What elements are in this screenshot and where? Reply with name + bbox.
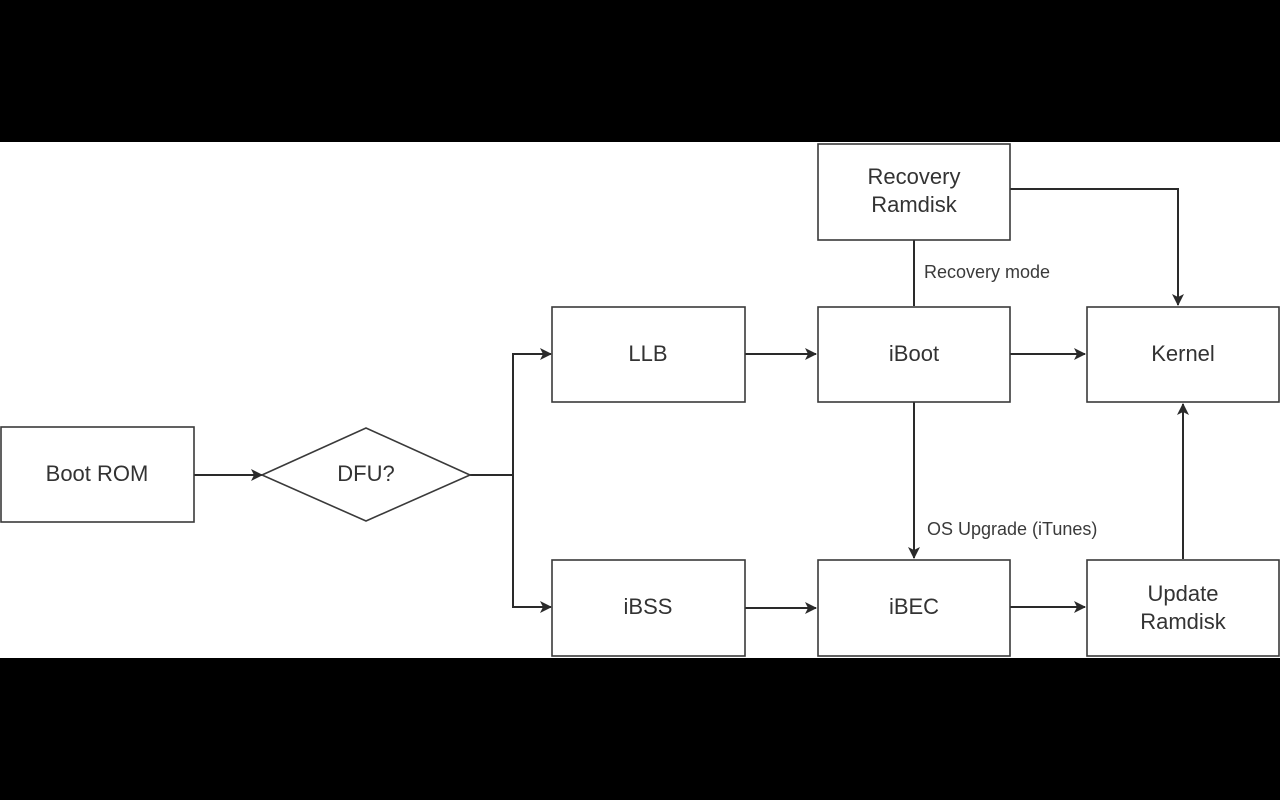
- boot-chain-diagram: Recovery mode OS Upgrade (iTunes) Boot R…: [0, 143, 1280, 657]
- node-label-line-1: Recovery: [868, 164, 961, 189]
- node-label-line-2: Ramdisk: [1140, 609, 1227, 634]
- node-dfu-decision[interactable]: DFU?: [260, 427, 472, 522]
- node-label: Kernel: [1151, 341, 1215, 366]
- node-kernel[interactable]: Kernel: [1086, 306, 1280, 403]
- edge-recovery-kernel: [1010, 188, 1184, 306]
- node-label: Boot ROM: [46, 461, 149, 486]
- node-llb[interactable]: LLB: [551, 306, 746, 403]
- edge-dfu-ibss: [512, 475, 552, 613]
- node-ibss[interactable]: iBSS: [551, 559, 746, 657]
- edge-dfu-llb: [470, 348, 552, 476]
- node-ibec[interactable]: iBEC: [817, 559, 1011, 657]
- diagram-canvas: Recovery mode OS Upgrade (iTunes) Boot R…: [0, 142, 1280, 658]
- node-label: iBEC: [889, 594, 939, 619]
- node-label: iBSS: [624, 594, 673, 619]
- node-label: LLB: [628, 341, 667, 366]
- node-label: DFU?: [337, 461, 394, 486]
- node-iboot[interactable]: iBoot: [817, 306, 1011, 403]
- node-boot-rom[interactable]: Boot ROM: [0, 426, 195, 523]
- node-recovery-ramdisk[interactable]: Recovery Ramdisk: [817, 143, 1011, 241]
- node-label-line-1: Update: [1148, 581, 1219, 606]
- node-update-ramdisk[interactable]: Update Ramdisk: [1086, 559, 1280, 657]
- edge-label-recovery-mode: Recovery mode: [924, 262, 1050, 282]
- node-label: iBoot: [889, 341, 939, 366]
- edge-label-os-upgrade: OS Upgrade (iTunes): [927, 519, 1097, 539]
- node-label-line-2: Ramdisk: [871, 192, 958, 217]
